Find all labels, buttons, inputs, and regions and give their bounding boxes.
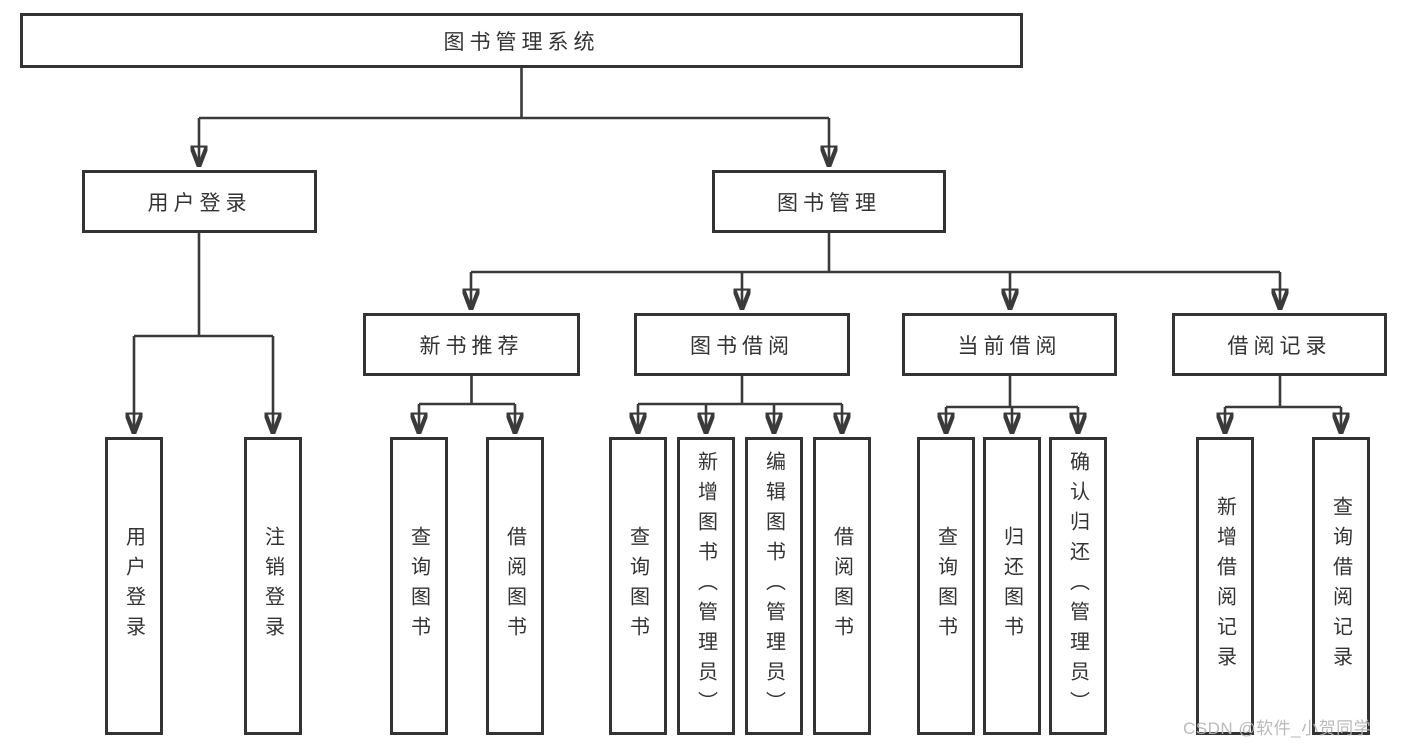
node-leaf-borrow-books-rec: 借阅图书 [486, 437, 544, 735]
node-leaf-query-borrow-record: 查询借阅记录 [1312, 437, 1370, 735]
node-new-book-recommendation: 新书推荐 [363, 313, 580, 376]
edge-arrows [134, 118, 1341, 433]
node-leaf-add-borrow-record: 新增借阅记录 [1196, 437, 1254, 735]
node-leaf-user-login: 用户登录 [105, 437, 163, 735]
node-current-borrowing: 当前借阅 [902, 313, 1117, 376]
node-library-management-system: 图书管理系统 [20, 13, 1023, 68]
node-leaf-query-books-current: 查询图书 [917, 437, 975, 735]
node-leaf-add-books-admin: 新增图书（管理员） [677, 437, 735, 735]
node-leaf-query-books-rec: 查询图书 [390, 437, 448, 735]
node-leaf-logout: 注销登录 [244, 437, 302, 735]
node-borrowing-records: 借阅记录 [1172, 313, 1387, 376]
node-leaf-borrow-books: 借阅图书 [813, 437, 871, 735]
node-user-login: 用户登录 [82, 170, 317, 233]
node-leaf-edit-books-admin: 编辑图书（管理员） [745, 437, 803, 735]
csdn-watermark: CSDN @软件_小贺同学 [1183, 719, 1372, 738]
node-leaf-return-books: 归还图书 [983, 437, 1041, 735]
node-book-management: 图书管理 [712, 170, 946, 233]
node-book-borrowing: 图书借阅 [634, 313, 850, 376]
node-leaf-confirm-return-admin: 确认归还（管理员） [1049, 437, 1107, 735]
node-leaf-query-books-borrow: 查询图书 [609, 437, 667, 735]
edge-skeleton [134, 68, 1341, 409]
